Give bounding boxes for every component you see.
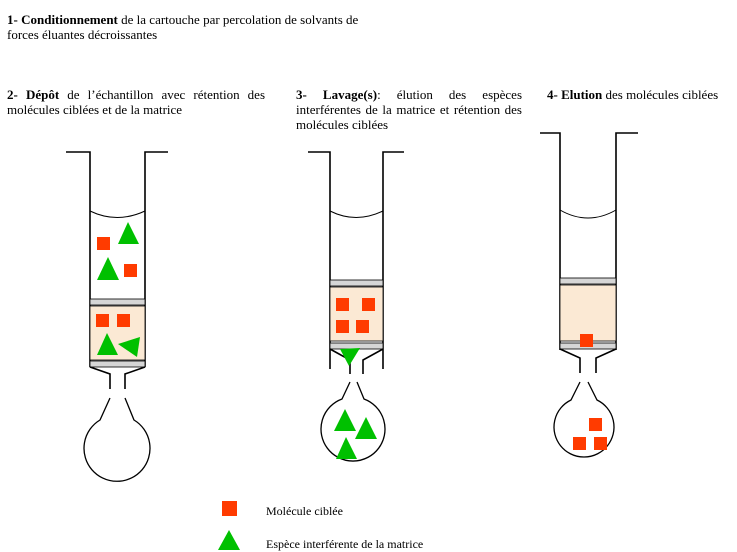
cartridge-2-liquid-meniscus xyxy=(89,210,146,218)
legend-interferent-label: Espèce interférente de la matrice xyxy=(266,537,424,551)
step-3-caption: 3- Lavage(s): élution des espèces interf… xyxy=(296,87,522,132)
step-3-text: : élution des espèces interférentes de l… xyxy=(296,87,522,132)
interferent-species xyxy=(97,333,118,355)
step-1-caption: 1- Conditionnement de la cartouche par p… xyxy=(7,12,377,42)
target-molecule xyxy=(580,334,593,347)
target-molecule xyxy=(573,437,586,450)
step-1-number: 1- xyxy=(7,12,18,27)
cartridge-4-top-frit xyxy=(559,277,617,285)
target-molecule xyxy=(97,237,110,250)
step-4-title: Elution xyxy=(561,87,603,102)
interferent-species xyxy=(334,409,356,431)
step-2-text: de l’échantillon avec rétention des molé… xyxy=(7,87,266,117)
collection-flask-3 xyxy=(320,381,386,462)
interferent-species xyxy=(336,437,357,459)
step-1-title: Conditionnement xyxy=(21,12,118,27)
legend-target-label: Molécule ciblée xyxy=(266,504,343,518)
step-2-caption: 2- Dépôt de l’échantillon avec rétention… xyxy=(7,87,265,117)
interferent-species xyxy=(118,337,140,357)
target-molecule xyxy=(362,298,375,311)
cartridge-4-outlet xyxy=(559,348,617,373)
cartridge-3-bottom-frit xyxy=(329,342,384,350)
step-4-number: 4- xyxy=(547,87,558,102)
cartridge-step-3 xyxy=(308,151,404,462)
step-1-text: de la cartouche par percolation de solva… xyxy=(7,12,359,42)
target-molecule xyxy=(336,320,349,333)
legend-target-molecule-swatch xyxy=(222,501,237,516)
cartridge-3-liquid-meniscus xyxy=(329,210,384,218)
legend-interferent-swatch xyxy=(218,530,240,550)
cartridge-2-body xyxy=(66,151,168,367)
step-2-number: 2- xyxy=(7,87,18,102)
interferent-species xyxy=(355,417,377,439)
cartridge-4-sorbent-bed xyxy=(559,284,617,342)
interferent-species xyxy=(97,257,119,280)
cartridge-2-bottom-frit xyxy=(89,360,146,368)
interferent-species xyxy=(118,222,139,244)
target-molecule xyxy=(356,320,369,333)
cartridge-2-top-frit xyxy=(89,298,146,306)
target-molecule xyxy=(589,418,602,431)
target-molecule xyxy=(336,298,349,311)
target-molecule xyxy=(124,264,137,277)
target-molecule xyxy=(117,314,130,327)
cartridge-4-liquid-meniscus xyxy=(559,209,617,219)
target-molecule xyxy=(96,314,109,327)
cartridge-2-outlet xyxy=(89,366,146,389)
step-4-text: des molécules ciblées xyxy=(602,87,719,102)
step-3-number: 3- xyxy=(296,87,307,102)
legend xyxy=(218,501,240,550)
cartridge-step-2 xyxy=(66,151,168,482)
target-molecule xyxy=(594,437,607,450)
collection-flask-2 xyxy=(83,397,151,482)
step-4-caption: 4- Elution des molécules ciblées xyxy=(547,87,733,102)
step-3-title: Lavage(s) xyxy=(322,87,378,102)
step-2-title: Dépôt xyxy=(25,87,60,102)
cartridge-step-4 xyxy=(540,132,638,458)
cartridge-3-top-frit xyxy=(329,279,384,287)
interferent-species xyxy=(340,348,360,366)
